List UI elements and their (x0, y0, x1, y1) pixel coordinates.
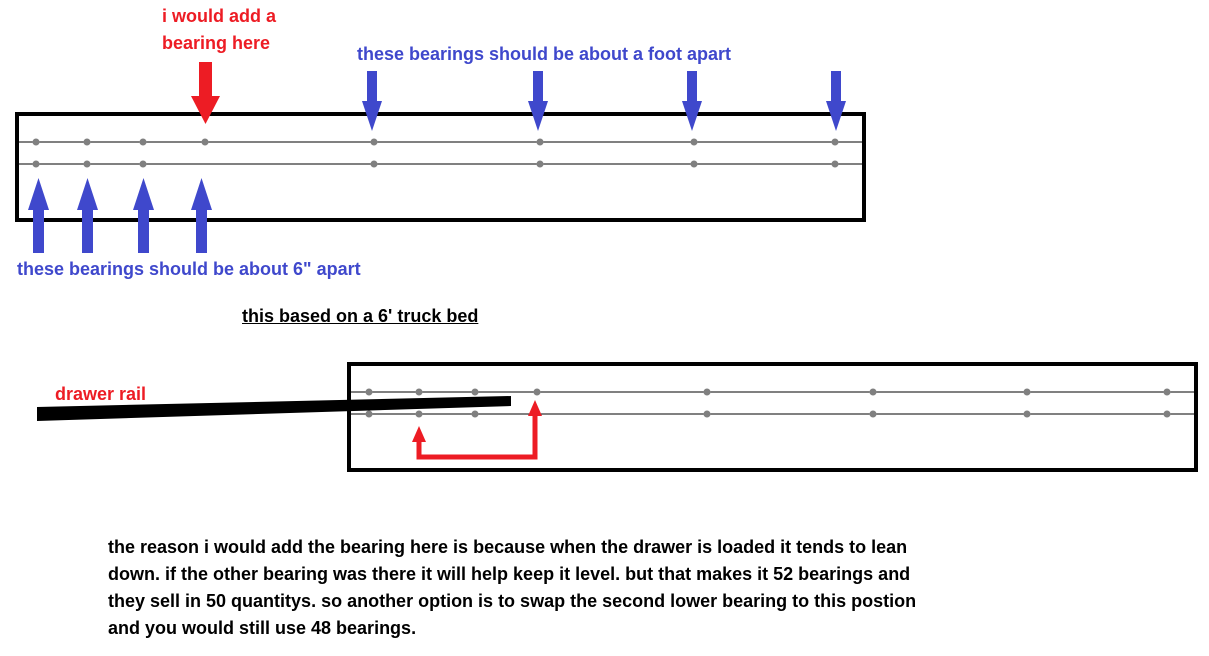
blue-up-arrows (28, 178, 212, 253)
bearing (370, 160, 378, 168)
bearing (83, 160, 91, 168)
bearing (471, 388, 479, 396)
bottom-lower-bearings (365, 410, 1171, 418)
bearing (1163, 410, 1171, 418)
blue-down-arrow (362, 71, 382, 131)
bearing (869, 388, 877, 396)
add-bearing-label-line-1: i would add a (162, 6, 277, 26)
bearing (536, 160, 544, 168)
blue-up-arrow (133, 178, 154, 253)
bearing (703, 410, 711, 418)
explanation-line: the reason i would add the bearing here … (108, 537, 908, 557)
bearing (139, 160, 147, 168)
bearing (415, 388, 423, 396)
bearing (1163, 388, 1171, 396)
bearing (831, 160, 839, 168)
explanation-line: they sell in 50 quantitys. so another op… (108, 591, 917, 611)
bearing (365, 410, 373, 418)
bearing (1023, 388, 1031, 396)
blue-up-arrow (77, 178, 98, 253)
top-drawer-panel (15, 112, 866, 222)
blue-down-arrows (362, 71, 846, 131)
bearing (831, 138, 839, 146)
explanation-text: the reason i would add the bearing here … (108, 534, 1188, 642)
blue-up-arrow (28, 178, 49, 253)
blue-down-arrow (528, 71, 548, 131)
bearing (869, 410, 877, 418)
bearing (703, 388, 711, 396)
bearing (690, 138, 698, 146)
six-inch-apart-label: these bearings should be about 6" apart (17, 259, 361, 279)
bearing (365, 388, 373, 396)
bearing (1023, 410, 1031, 418)
explanation-line: down. if the other bearing was there it … (108, 564, 911, 584)
bearing (370, 138, 378, 146)
blue-down-arrow (682, 71, 702, 131)
bearing (536, 138, 544, 146)
bearing (32, 160, 40, 168)
bearing (533, 388, 541, 396)
swap-bearing-arrow (412, 400, 542, 460)
truck-bed-caption: this based on a 6' truck bed (242, 306, 479, 326)
top-lower-bearings (32, 160, 839, 168)
drawer-rail-label: drawer rail (55, 384, 147, 404)
bearing (690, 160, 698, 168)
blue-up-arrow (191, 178, 212, 253)
add-bearing-label-line-2: bearing here (162, 33, 271, 53)
bearing (139, 138, 147, 146)
foot-apart-label: these bearings should be about a foot ap… (357, 44, 732, 64)
bottom-drawer-panel (347, 362, 1198, 472)
drawer-rail-bar (37, 396, 511, 421)
explanation-line: and you would still use 48 bearings. (108, 618, 417, 638)
top-drawer-outline (15, 112, 866, 222)
bearing (471, 410, 479, 418)
bottom-upper-bearings (365, 388, 1171, 396)
top-upper-bearings (32, 138, 839, 146)
red-down-arrow (191, 62, 220, 124)
bottom-drawer-outline (347, 362, 1198, 472)
bearing (415, 410, 423, 418)
blue-down-arrow (826, 71, 846, 131)
bearing (201, 138, 209, 146)
bearing (83, 138, 91, 146)
bearing (32, 138, 40, 146)
